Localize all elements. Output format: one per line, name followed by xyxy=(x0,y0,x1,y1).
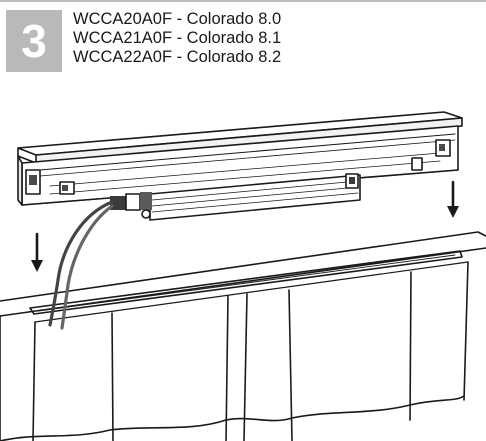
model-list: WCCA20A0F - Colorado 8.0 WCCA21A0F - Col… xyxy=(73,10,281,67)
down-arrow-right xyxy=(447,180,459,218)
fixture-body xyxy=(17,111,463,206)
down-arrow-left xyxy=(31,232,43,272)
model-item: WCCA22A0F - Colorado 8.2 xyxy=(73,48,282,66)
cable-connectors xyxy=(110,192,152,219)
model-item: WCCA20A0F - Colorado 8.0 xyxy=(73,10,282,28)
top-rule xyxy=(0,0,486,2)
step-number-badge: 3 xyxy=(6,10,62,72)
model-item: WCCA21A0F - Colorado 8.1 xyxy=(73,29,282,47)
driver-box xyxy=(149,173,361,221)
mounting-channel xyxy=(0,231,486,441)
power-cables xyxy=(48,200,114,330)
